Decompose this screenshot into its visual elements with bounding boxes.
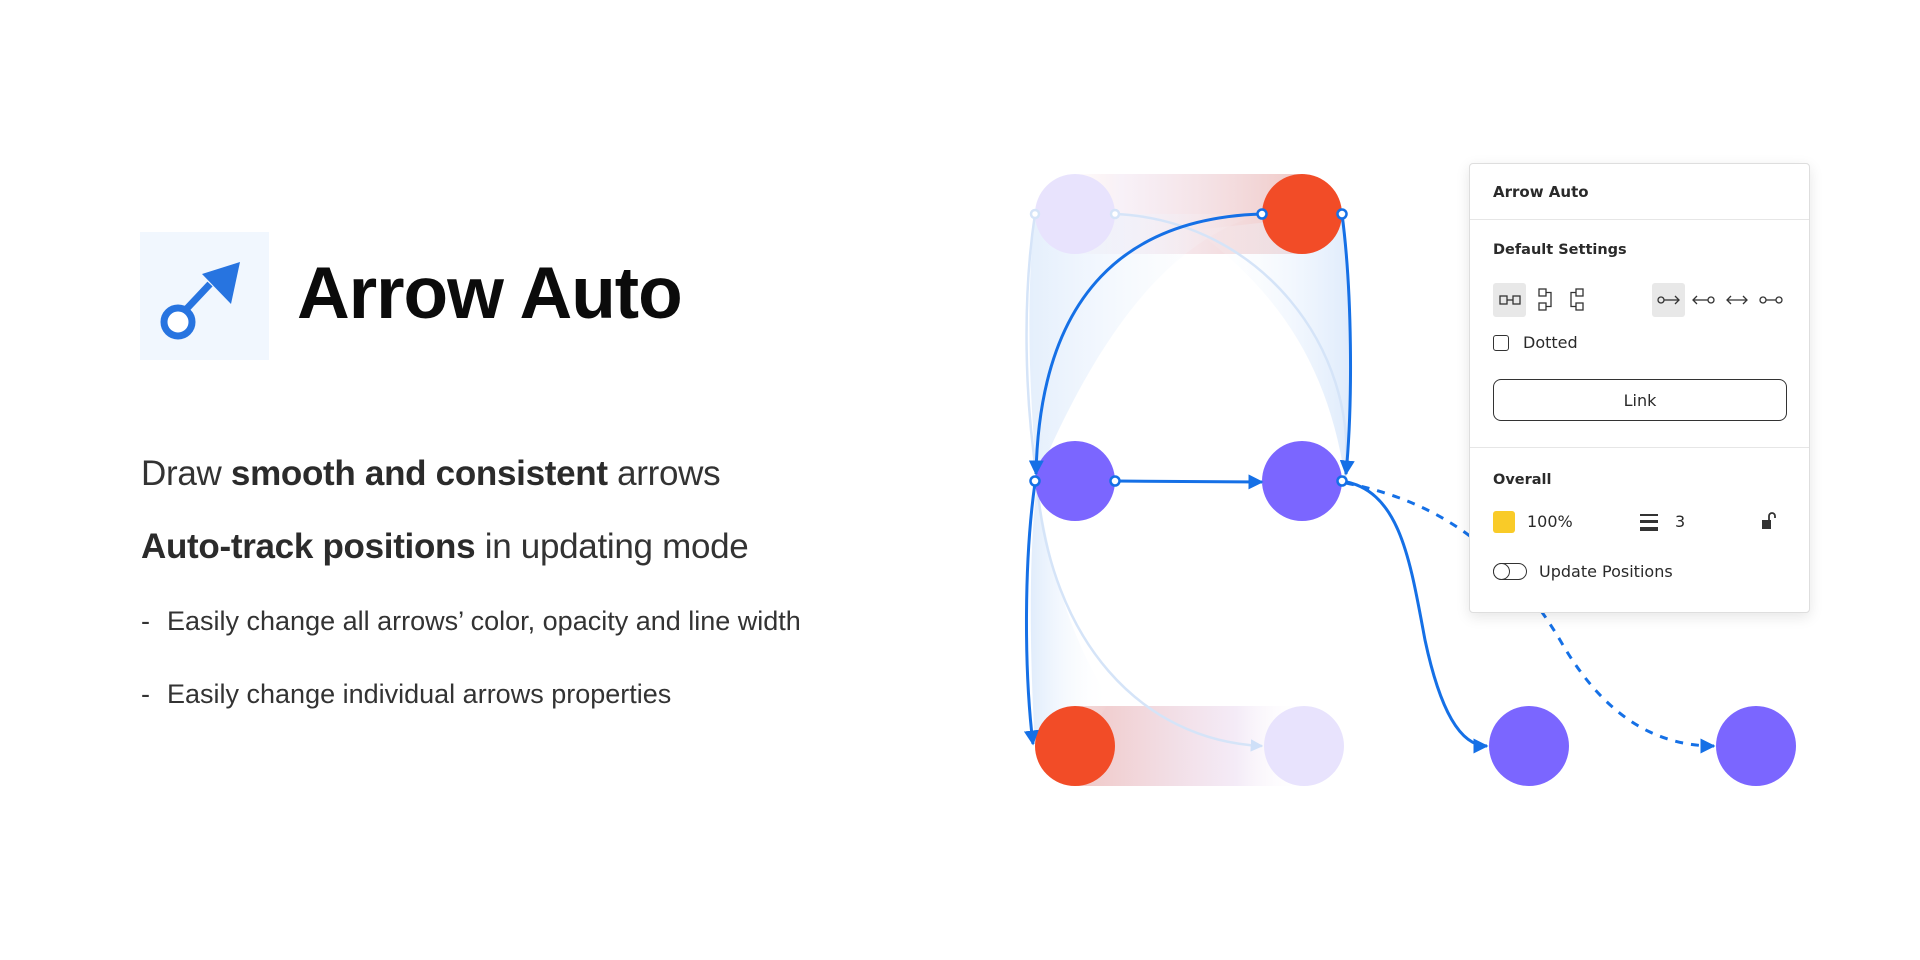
arrow-both-icon xyxy=(1725,295,1748,305)
horizontal-connect-button[interactable] xyxy=(1493,283,1526,317)
update-positions-toggle[interactable] xyxy=(1493,562,1527,580)
tagline-text: in updating mode xyxy=(475,527,749,566)
arrow-start-icon xyxy=(1691,295,1715,305)
arrow-none-button[interactable] xyxy=(1754,283,1787,317)
horizontal-connect-icon xyxy=(1498,295,1521,305)
node-purple[interactable] xyxy=(1035,441,1115,521)
dotted-checkbox[interactable] xyxy=(1493,334,1509,351)
node-purple[interactable] xyxy=(1716,706,1796,786)
line-width-value[interactable]: 3 xyxy=(1675,512,1686,531)
arrow-purple-to-purple-bottom[interactable] xyxy=(1341,479,1489,754)
tagline-emphasis: smooth and consistent xyxy=(230,454,608,493)
tagline-autotrack: Auto-track positions in updating mode xyxy=(141,525,749,569)
section-title: Overall xyxy=(1493,472,1552,488)
arrow-start-button[interactable] xyxy=(1686,283,1719,317)
ghost-arrow xyxy=(1114,212,1348,479)
default-settings-section: Default Settings xyxy=(1470,220,1809,448)
style-icon-row xyxy=(1493,283,1786,317)
panel-title: Arrow Auto xyxy=(1470,164,1809,220)
arrow-none-icon xyxy=(1758,296,1783,304)
node-purple[interactable] xyxy=(1262,441,1342,521)
dotted-label: Dotted xyxy=(1523,333,1578,352)
ghost-arrow xyxy=(1025,213,1039,479)
bullet-text: Easily change individual arrows properti… xyxy=(167,679,672,709)
node-faded[interactable] xyxy=(1035,174,1115,254)
node-purple[interactable] xyxy=(1489,706,1569,786)
right-bracket-connect-button[interactable] xyxy=(1529,283,1562,317)
anchor-point xyxy=(1109,208,1121,220)
node-faded[interactable] xyxy=(1264,706,1344,786)
left-bracket-connect-icon xyxy=(1569,288,1584,311)
overall-controls: 100% 3 xyxy=(1493,510,1786,534)
tagline-draw: Draw smooth and consistent arrows xyxy=(141,452,721,496)
node-red[interactable] xyxy=(1035,706,1115,786)
bullet-text: Easily change all arrows’ color, opacity… xyxy=(167,606,801,636)
line-width-icon[interactable] xyxy=(1640,514,1658,531)
anchor-point[interactable] xyxy=(1336,475,1348,487)
arrow-connector-icon xyxy=(160,262,240,340)
anchor-point[interactable] xyxy=(1336,208,1348,220)
hero-title: Arrow Auto xyxy=(297,253,683,334)
link-button[interactable]: Link xyxy=(1493,379,1787,421)
anchor-point[interactable] xyxy=(1109,475,1121,487)
arrow-end-icon xyxy=(1656,295,1680,305)
arrow-red-to-purple-left[interactable] xyxy=(1028,212,1263,476)
overall-section: Overall 100% 3 Update Positions xyxy=(1470,448,1809,612)
section-title: Default Settings xyxy=(1493,242,1627,258)
tagline-text: arrows xyxy=(607,454,721,493)
node-red[interactable] xyxy=(1262,174,1342,254)
update-positions-label: Update Positions xyxy=(1539,562,1673,581)
arrow-red-to-purple-right[interactable] xyxy=(1339,213,1355,476)
feature-bullet: -Easily change individual arrows propert… xyxy=(141,677,671,711)
unlock-icon[interactable] xyxy=(1762,512,1776,530)
ghost-arrow xyxy=(1035,482,1264,752)
bullet-dash: - xyxy=(141,679,150,709)
motion-sweep-left xyxy=(1029,214,1262,478)
bullet-dash: - xyxy=(141,606,150,636)
tagline-text: Draw xyxy=(141,454,231,493)
color-swatch[interactable] xyxy=(1493,511,1515,533)
left-bracket-connect-button[interactable] xyxy=(1559,283,1592,317)
update-positions-option[interactable]: Update Positions xyxy=(1493,562,1673,581)
arrow-end-button[interactable] xyxy=(1652,283,1685,317)
arrow-auto-panel: Arrow Auto Default Settings xyxy=(1469,163,1810,613)
arrow-purple-to-purple[interactable] xyxy=(1114,474,1264,490)
arrow-purple-to-red-bottom[interactable] xyxy=(1023,482,1039,746)
app-logo xyxy=(140,232,269,360)
motion-sweep-right xyxy=(1195,214,1352,478)
arrow-dotted[interactable] xyxy=(1345,481,1716,754)
arrow-both-button[interactable] xyxy=(1720,283,1753,317)
anchor-point[interactable] xyxy=(1256,208,1268,220)
anchor-point xyxy=(1029,208,1041,220)
tagline-emphasis: Auto-track positions xyxy=(141,527,476,566)
right-bracket-connect-icon xyxy=(1537,288,1552,311)
anchor-point[interactable] xyxy=(1029,475,1041,487)
opacity-value[interactable]: 100% xyxy=(1527,512,1573,531)
feature-bullet: -Easily change all arrows’ color, opacit… xyxy=(141,604,801,638)
dotted-option[interactable]: Dotted xyxy=(1493,333,1578,352)
motion-sweep-lower xyxy=(1030,483,1110,745)
